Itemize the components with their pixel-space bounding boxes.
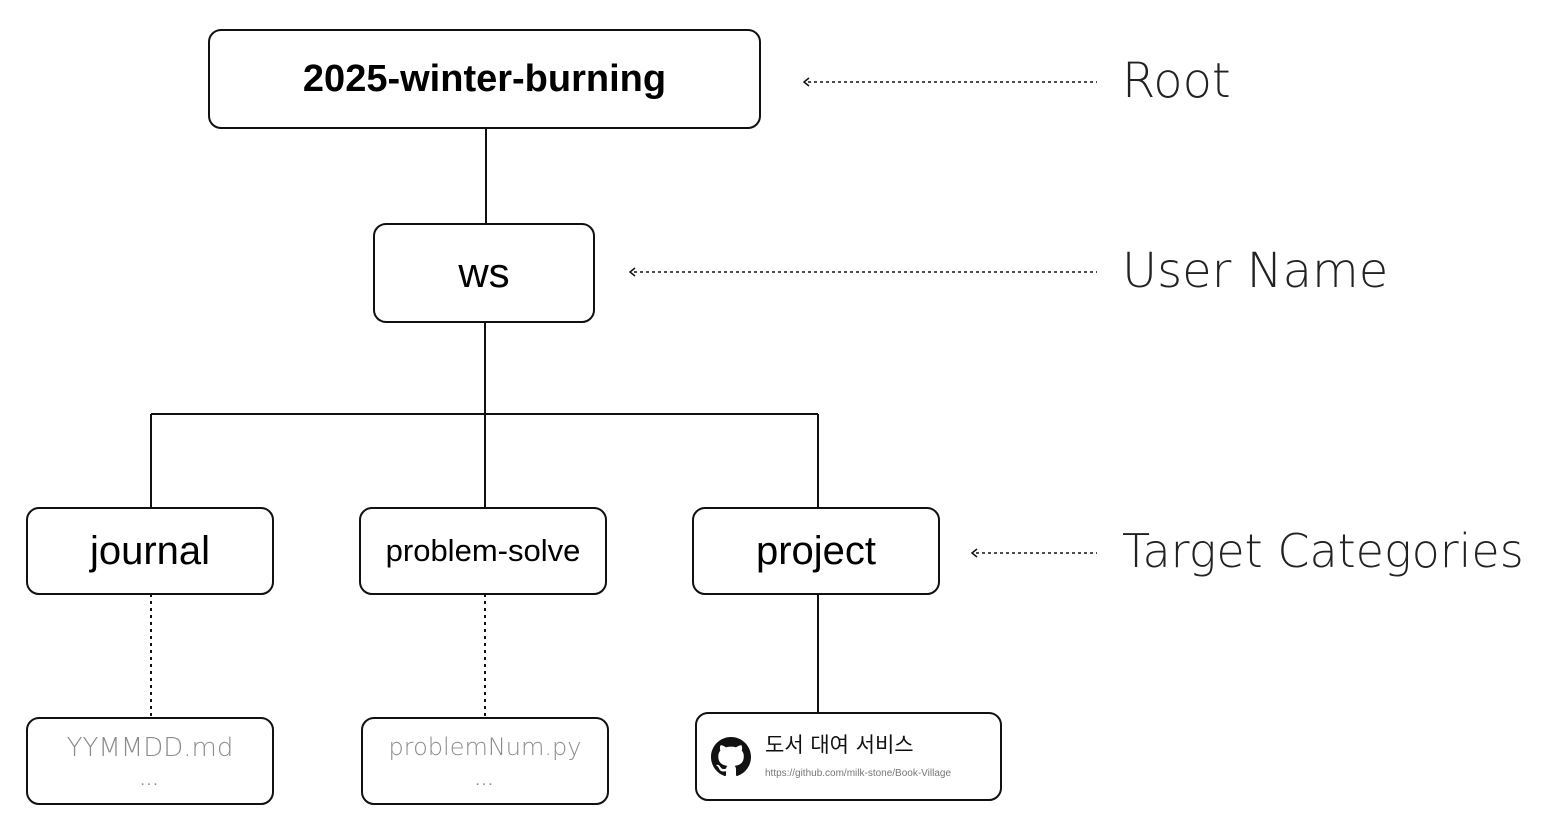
github-icon xyxy=(711,736,751,776)
categories-arrowhead xyxy=(970,548,978,558)
user-node-label: ws xyxy=(458,249,510,296)
project-card-url[interactable]: https://github.com/milk-stone/Book-Villa… xyxy=(765,767,952,779)
user-arrowhead xyxy=(628,267,636,277)
journal-more-label: ... xyxy=(140,772,160,789)
root-node-label: 2025-winter-burning xyxy=(302,57,667,100)
user-node: ws xyxy=(373,223,595,323)
annotation-user-name: User Name xyxy=(1122,243,1389,299)
project-card-title: 도서 대여 서비스 xyxy=(765,733,914,758)
problem-more-label: ... xyxy=(475,772,495,789)
annotation-root: Root xyxy=(1122,53,1231,109)
annotation-target-categories: Target Categories xyxy=(1122,524,1524,578)
journal-leaf-node: YYMMDD.md ... xyxy=(26,717,274,805)
project-node-label: project xyxy=(755,528,877,573)
root-node: 2025-winter-burning xyxy=(208,29,761,129)
project-github-card[interactable]: 도서 대여 서비스 https://github.com/milk-stone/… xyxy=(695,712,1002,801)
journal-file-label: YYMMDD.md xyxy=(66,733,234,763)
problem-leaf-node: problemNum.py ... xyxy=(361,717,609,805)
journal-node: journal xyxy=(26,507,274,595)
project-node: project xyxy=(692,507,940,595)
problem-solve-node-label: problem-solve xyxy=(385,533,581,568)
problem-solve-node: problem-solve xyxy=(359,507,607,595)
root-arrowhead xyxy=(802,77,810,87)
journal-node-label: journal xyxy=(89,528,211,573)
problem-file-label: problemNum.py xyxy=(388,733,582,761)
